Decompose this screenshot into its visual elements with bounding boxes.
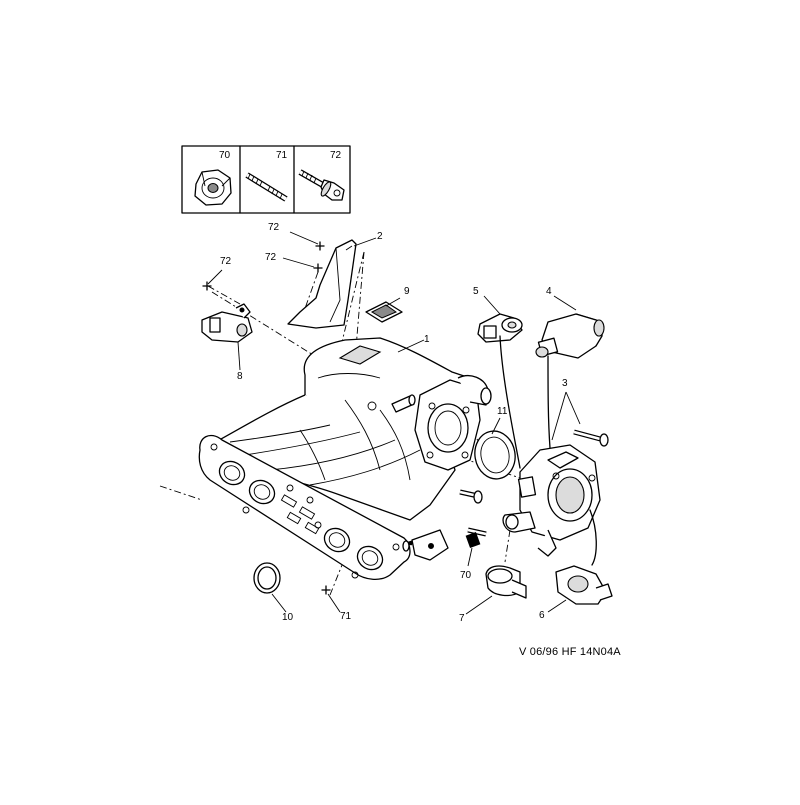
callout-2: 2 xyxy=(377,231,383,242)
throttle-body xyxy=(502,429,609,566)
callout-5: 5 xyxy=(473,286,479,297)
callout-70: 70 xyxy=(460,570,472,581)
throttle-gasket xyxy=(474,430,516,480)
legend-number-71: 71 xyxy=(276,150,288,161)
fastener-legend xyxy=(181,145,351,214)
air-temperature-sensor xyxy=(477,313,523,469)
callout-9: 9 xyxy=(404,286,410,297)
callout-72-middle: 72 xyxy=(265,252,277,263)
callout-1: 1 xyxy=(424,334,430,345)
callout-72-upper: 72 xyxy=(268,222,280,233)
flange-bolt-icon xyxy=(298,169,345,201)
mounting-studs xyxy=(459,489,487,537)
callout-3: 3 xyxy=(562,378,568,389)
callout-10: 10 xyxy=(282,612,294,623)
callout-7: 7 xyxy=(459,613,465,624)
drawing-reference-code: V 06/96 HF 14N04A xyxy=(519,646,621,658)
legend-number-72: 72 xyxy=(330,150,342,161)
gasket-pad xyxy=(365,301,403,323)
manifold-pressure-sensor xyxy=(201,303,253,343)
support-bracket xyxy=(287,239,357,329)
idle-speed-actuator xyxy=(535,313,605,449)
callout-4: 4 xyxy=(546,286,552,297)
callout-71: 71 xyxy=(340,611,352,622)
throttle-position-sensor xyxy=(555,565,613,605)
leader-lines xyxy=(207,231,581,615)
callout-11: 11 xyxy=(497,406,508,417)
callout-72-left: 72 xyxy=(220,256,232,267)
stud-icon xyxy=(245,172,288,202)
fastener-markers xyxy=(202,241,331,595)
intake-manifold xyxy=(198,337,492,580)
callout-6: 6 xyxy=(539,610,545,621)
legend-number-70: 70 xyxy=(219,150,231,161)
seal-ring xyxy=(253,562,281,594)
hose-clamp xyxy=(485,565,527,599)
nut-marker xyxy=(465,532,481,548)
hex-nut-icon xyxy=(194,169,232,206)
callout-8: 8 xyxy=(237,371,243,382)
